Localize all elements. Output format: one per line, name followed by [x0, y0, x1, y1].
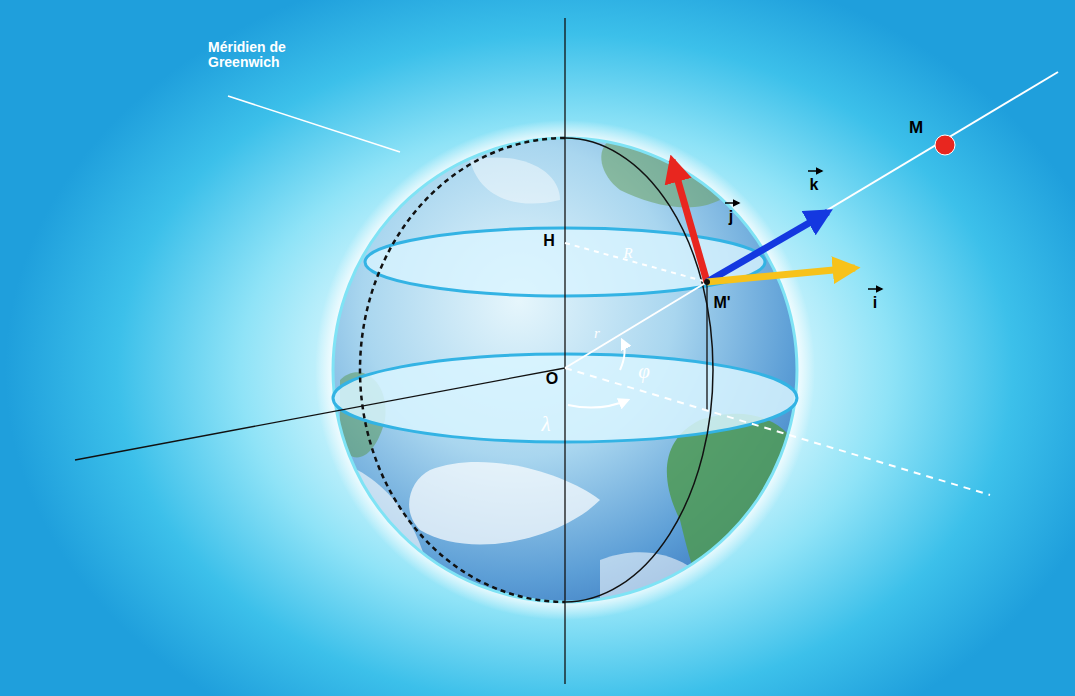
radius-label: R	[623, 245, 632, 262]
vector-label: j	[729, 208, 733, 226]
vector-label: k	[810, 176, 819, 194]
point-label: M	[909, 119, 923, 138]
axes	[568, 400, 628, 408]
point-label: H	[543, 232, 555, 250]
axes	[706, 282, 707, 410]
axes	[565, 243, 707, 282]
axes	[565, 282, 707, 368]
axes	[620, 340, 625, 370]
land-and-clouds	[409, 462, 600, 544]
vector-arrows	[808, 170, 822, 172]
axes	[707, 72, 1058, 282]
base-vectors	[672, 160, 707, 282]
base-vectors	[707, 268, 855, 282]
vector-arrows	[868, 288, 882, 290]
meridians	[360, 138, 565, 602]
vector-arrows	[725, 171, 882, 289]
meridian-label: Méridien de Greenwich	[208, 40, 318, 71]
base-vectors	[935, 135, 955, 155]
angle-label: φ	[638, 360, 650, 383]
meridians	[360, 138, 713, 602]
axes	[75, 368, 565, 460]
land-and-clouds	[601, 140, 720, 207]
origin-label: O	[546, 370, 558, 388]
vector-label: i	[873, 294, 877, 312]
vector-arrows	[725, 202, 739, 204]
axes	[564, 18, 565, 684]
point-label: M'	[713, 294, 730, 312]
radius-label: r	[594, 325, 600, 342]
land-and-clouds	[470, 157, 560, 203]
base-vectors	[704, 279, 710, 285]
land-and-clouds	[330, 460, 430, 581]
angle-label: λ	[541, 413, 550, 436]
axes	[75, 18, 1058, 684]
axes	[565, 368, 990, 495]
axes	[228, 96, 400, 152]
meridians	[565, 138, 713, 602]
base-vectors	[672, 135, 955, 285]
